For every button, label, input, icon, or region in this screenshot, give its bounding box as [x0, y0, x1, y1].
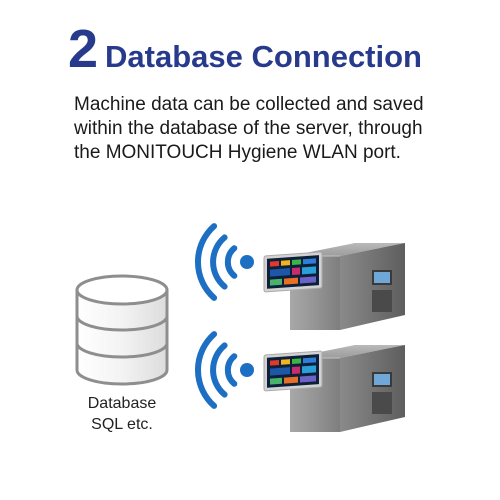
database-label: Database SQL etc. [70, 393, 174, 435]
wifi-signal-icon [195, 223, 254, 301]
machine-icon [263, 243, 405, 330]
database-icon [75, 274, 169, 386]
page-heading: 2 Database Connection [68, 22, 422, 76]
database-label-line1: Database [87, 395, 157, 412]
database-label-line2: SQL etc. [91, 416, 153, 433]
description-text: Machine data can be collected and saved … [74, 94, 424, 163]
heading-title: Database Connection [105, 39, 422, 74]
touch-panel-icon [263, 251, 323, 293]
heading-number: 2 [68, 19, 98, 79]
touch-panel-icon [263, 350, 323, 392]
machine-icon [263, 345, 405, 432]
wifi-signal-icon [195, 331, 254, 409]
